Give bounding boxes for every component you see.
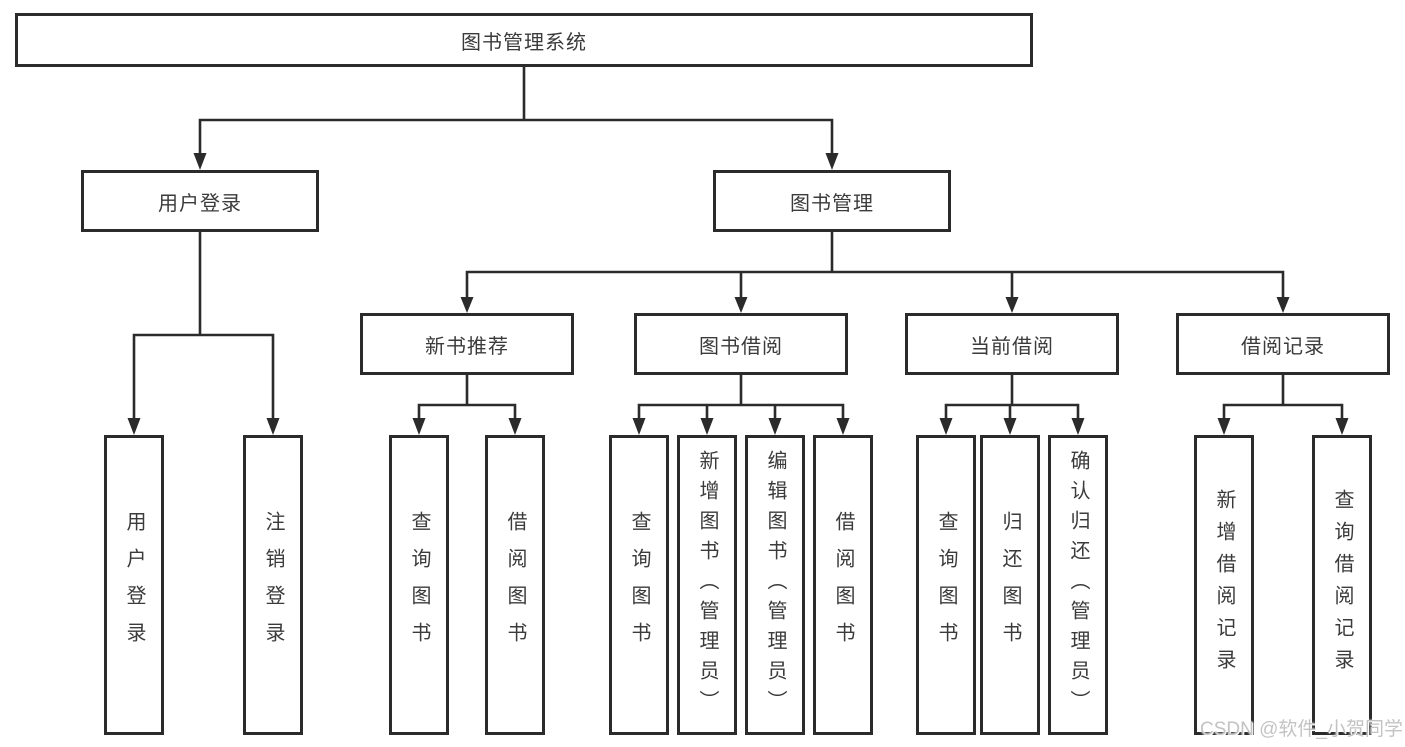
leaf-borrow-books-1: 借阅图书 (485, 435, 545, 735)
leaf-query-books-2: 查询图书 (609, 435, 669, 735)
node-borrowing-records: 借阅记录 (1176, 313, 1390, 375)
leaf-query-books-1: 查询图书 (389, 435, 449, 735)
csdn-watermark: CSDN @软件_小贺同学 (1200, 719, 1403, 740)
node-library-management-system: 图书管理系统 (15, 13, 1033, 67)
leaf-query-books-3: 查询图书 (916, 435, 976, 735)
node-user-login: 用户登录 (81, 170, 319, 232)
leaf-edit-books-admin: 编辑图书（管理员） (745, 435, 805, 735)
leaf-query-borrow-record: 查询借阅记录 (1312, 435, 1372, 735)
leaf-return-books: 归还图书 (980, 435, 1040, 735)
node-book-management: 图书管理 (713, 170, 951, 232)
leaf-borrow-books-2: 借阅图书 (813, 435, 873, 735)
node-current-borrowing: 当前借阅 (905, 313, 1119, 375)
leaf-logout-login: 注销登录 (243, 435, 303, 735)
node-book-borrowing: 图书借阅 (634, 313, 848, 375)
leaf-add-books-admin: 新增图书（管理员） (677, 435, 737, 735)
leaf-user-login: 用户登录 (104, 435, 164, 735)
leaf-add-borrow-record: 新增借阅记录 (1194, 435, 1254, 735)
node-new-book-recommend: 新书推荐 (360, 313, 574, 375)
leaf-confirm-return-admin: 确认归还（管理员） (1048, 435, 1108, 735)
